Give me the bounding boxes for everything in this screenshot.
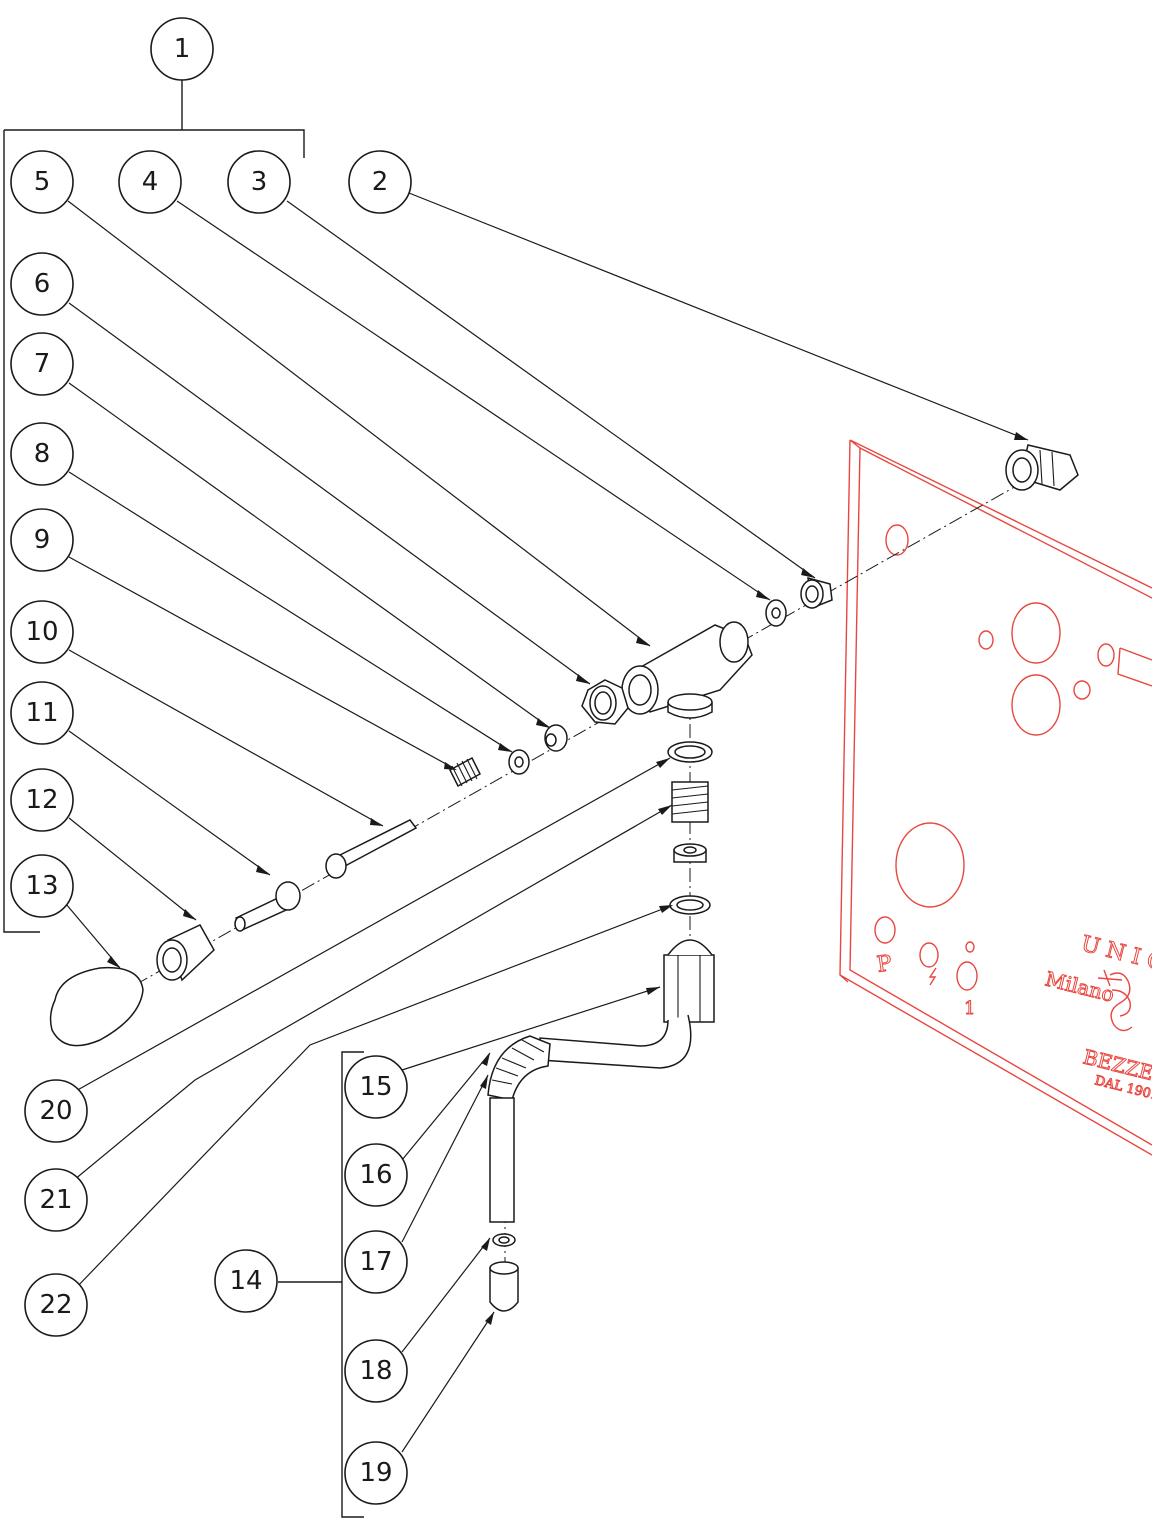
svg-text:19: 19 bbox=[359, 1458, 392, 1488]
part-5-tee-body bbox=[621, 621, 753, 719]
panel-mark-p: P bbox=[875, 951, 893, 978]
callout-15: 15 bbox=[344, 1055, 408, 1119]
part-22-o-ring bbox=[669, 895, 711, 915]
callout-6: 6 bbox=[10, 252, 74, 316]
callout-2: 2 bbox=[348, 150, 412, 214]
part-17-tube bbox=[489, 1097, 515, 1223]
callout-16: 16 bbox=[344, 1143, 408, 1207]
callout-1: 1 bbox=[150, 17, 214, 81]
part-valve-seat bbox=[673, 843, 707, 863]
part-16-spring-guard bbox=[487, 1035, 551, 1101]
callout-5: 5 bbox=[10, 150, 74, 214]
callout-17: 17 bbox=[344, 1230, 408, 1294]
callout-10: 10 bbox=[10, 600, 74, 664]
callout-22: 22 bbox=[24, 1273, 88, 1337]
svg-text:17: 17 bbox=[359, 1247, 392, 1277]
part-8-washer bbox=[508, 749, 530, 775]
svg-text:18: 18 bbox=[359, 1356, 392, 1386]
machine-front-panel: P 1 U N I C A Milano BEZZERA DAL 1901 bbox=[839, 439, 1152, 1156]
part-3-cap-nut bbox=[800, 576, 833, 610]
callout-12: 12 bbox=[10, 768, 74, 832]
part-19-nozzle-tip bbox=[489, 1261, 519, 1312]
part-10-valve-stem bbox=[325, 819, 418, 879]
callout-8: 8 bbox=[10, 422, 74, 486]
part-18-o-ring bbox=[492, 1233, 516, 1247]
svg-text:11: 11 bbox=[25, 698, 58, 728]
svg-text:20: 20 bbox=[39, 1096, 72, 1126]
callout-14: 14 bbox=[214, 1249, 278, 1313]
svg-text:16: 16 bbox=[359, 1160, 392, 1190]
assembly-14-bracket bbox=[278, 1051, 364, 1518]
part-6-hex-nut bbox=[581, 679, 629, 725]
center-axes bbox=[134, 484, 1019, 1265]
panel-logo-emblem-icon bbox=[1097, 969, 1133, 1032]
part-9-spring bbox=[449, 756, 481, 788]
svg-text:7: 7 bbox=[34, 349, 51, 379]
svg-text:8: 8 bbox=[34, 439, 51, 469]
part-11-stem-tip bbox=[234, 881, 301, 932]
svg-text:15: 15 bbox=[359, 1072, 392, 1102]
panel-mark-one: 1 bbox=[964, 998, 975, 1019]
part-20-o-ring bbox=[667, 741, 713, 763]
panel-brand-unica: U N I C A bbox=[1079, 932, 1152, 982]
callout-9: 9 bbox=[10, 508, 74, 572]
part-21-spring bbox=[671, 781, 709, 823]
callout-13: 13 bbox=[10, 854, 74, 918]
part-4-washer bbox=[765, 599, 787, 627]
callout-4: 4 bbox=[118, 150, 182, 214]
callout-19: 19 bbox=[344, 1441, 408, 1505]
svg-text:22: 22 bbox=[39, 1290, 72, 1320]
svg-text:3: 3 bbox=[251, 167, 268, 197]
assembly-1-bracket bbox=[3, 80, 305, 933]
svg-text:21: 21 bbox=[39, 1185, 72, 1215]
svg-text:4: 4 bbox=[142, 167, 159, 197]
callout-7: 7 bbox=[10, 332, 74, 396]
part-15-nut-and-steam-pipe bbox=[539, 939, 715, 1069]
callout-18: 18 bbox=[344, 1339, 408, 1403]
svg-text:9: 9 bbox=[34, 525, 51, 555]
svg-text:10: 10 bbox=[25, 617, 58, 647]
callout-20: 20 bbox=[24, 1079, 88, 1143]
part-13-knob bbox=[49, 966, 144, 1047]
svg-text:13: 13 bbox=[25, 871, 58, 901]
callout-21: 21 bbox=[24, 1168, 88, 1232]
part-12-sleeve bbox=[156, 924, 215, 982]
svg-text:1: 1 bbox=[174, 34, 191, 64]
leader-lines bbox=[65, 192, 1029, 1453]
svg-text:2: 2 bbox=[372, 167, 389, 197]
leader-arrowheads bbox=[107, 432, 1028, 1325]
part-2-union-fitting bbox=[1005, 444, 1079, 491]
callout-11: 11 bbox=[10, 681, 74, 745]
svg-text:12: 12 bbox=[25, 785, 58, 815]
svg-text:5: 5 bbox=[34, 167, 51, 197]
part-7-washer bbox=[544, 724, 568, 752]
svg-text:6: 6 bbox=[34, 269, 51, 299]
svg-text:14: 14 bbox=[229, 1266, 262, 1296]
callout-3: 3 bbox=[227, 150, 291, 214]
